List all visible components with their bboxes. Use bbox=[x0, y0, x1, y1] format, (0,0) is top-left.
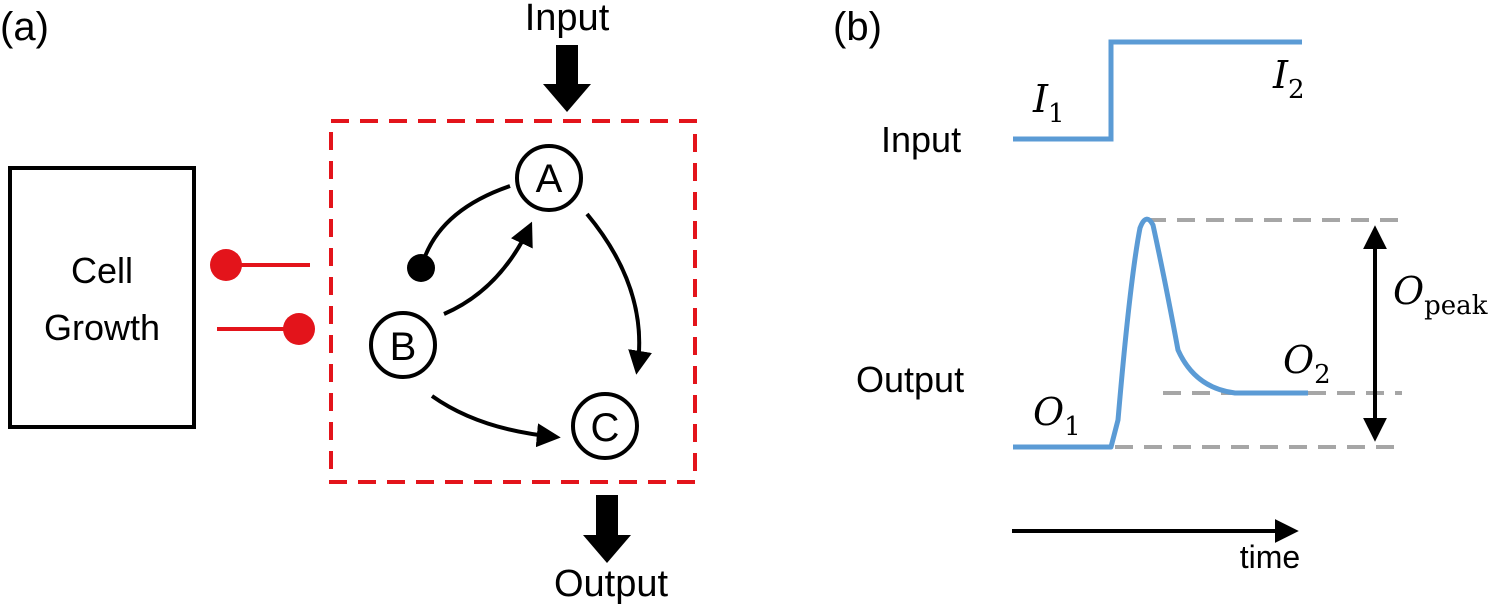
network-module-box bbox=[329, 119, 697, 484]
svg-text:A: A bbox=[536, 157, 563, 201]
input-step-line bbox=[1013, 39, 1302, 142]
red-inhibitor-bottom bbox=[217, 313, 315, 345]
panel-a: (a) Input Cell Growth A B bbox=[0, 0, 697, 605]
input-i2-label: I2 bbox=[1272, 53, 1305, 105]
input-label-b: Input bbox=[881, 119, 961, 160]
red-inhibitor-top bbox=[210, 249, 310, 281]
output-label-a: Output bbox=[554, 563, 669, 605]
cell-growth-line2: Growth bbox=[44, 307, 160, 348]
edge-a-inhibits-b bbox=[407, 184, 511, 282]
node-a: A bbox=[515, 144, 583, 212]
edge-b-to-c bbox=[430, 394, 561, 448]
edge-a-to-c bbox=[585, 212, 652, 375]
input-i1-label: I1 bbox=[1032, 77, 1065, 129]
output-o1-label: O1 bbox=[1033, 390, 1081, 442]
output-arrow bbox=[583, 495, 631, 563]
output-o2-label: O2 bbox=[1283, 338, 1331, 390]
cell-growth-line1: Cell bbox=[71, 250, 133, 291]
panel-b: (b) Input I1 I2 Output O1 O2 Opeak time bbox=[833, 5, 1488, 575]
opeak-label: Opeak bbox=[1393, 269, 1488, 321]
node-c: C bbox=[571, 392, 639, 460]
edge-b-to-a bbox=[443, 221, 533, 316]
svg-text:C: C bbox=[591, 406, 620, 450]
panel-a-label: (a) bbox=[0, 5, 49, 49]
output-response-curve bbox=[1013, 216, 1308, 450]
svg-text:B: B bbox=[390, 325, 417, 369]
cell-growth-box bbox=[8, 166, 196, 429]
node-b: B bbox=[369, 311, 437, 379]
input-label-a: Input bbox=[525, 0, 610, 39]
output-label-b: Output bbox=[856, 359, 964, 400]
panel-b-label: (b) bbox=[833, 5, 882, 49]
time-label: time bbox=[1240, 539, 1300, 575]
input-arrow bbox=[543, 45, 591, 112]
